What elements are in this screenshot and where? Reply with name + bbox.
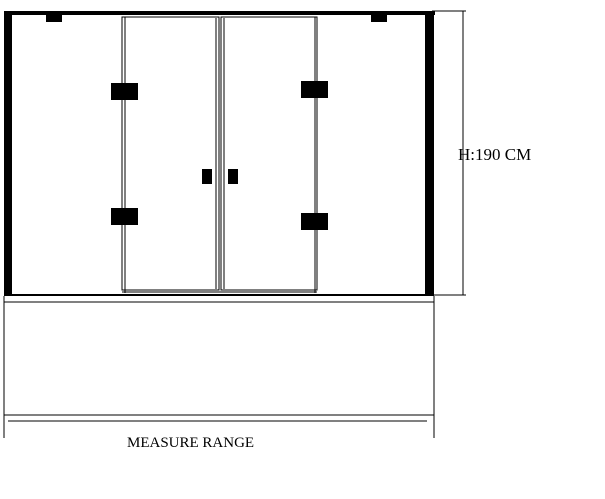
- height-dimension: H:190 CM: [432, 10, 531, 296]
- hinge-right-bottom: [301, 213, 328, 230]
- door-handles: [202, 169, 238, 184]
- hinge-left-top: [111, 83, 138, 100]
- top-clip-left: [46, 14, 62, 22]
- measure-range-label: MEASURE RANGE: [127, 435, 254, 451]
- glass-panels: [121, 16, 318, 293]
- frame-left-post: [4, 11, 12, 296]
- handle-left: [202, 169, 212, 184]
- bathtub-base: [3, 296, 435, 416]
- handle-right: [228, 169, 238, 184]
- hinge-right-top: [301, 81, 328, 98]
- top-clip-right: [371, 14, 387, 22]
- enclosure-frame: [4, 11, 435, 296]
- frame-top-bar: [4, 11, 435, 15]
- height-label: H:190 CM: [458, 145, 531, 164]
- hinge-left-bottom: [111, 208, 138, 225]
- width-dimension: MEASURE RANGE: [3, 416, 435, 451]
- frame-right-post: [425, 11, 434, 296]
- right-door-panel: [220, 16, 318, 291]
- left-door-panel: [121, 16, 220, 291]
- hinges: [111, 81, 328, 230]
